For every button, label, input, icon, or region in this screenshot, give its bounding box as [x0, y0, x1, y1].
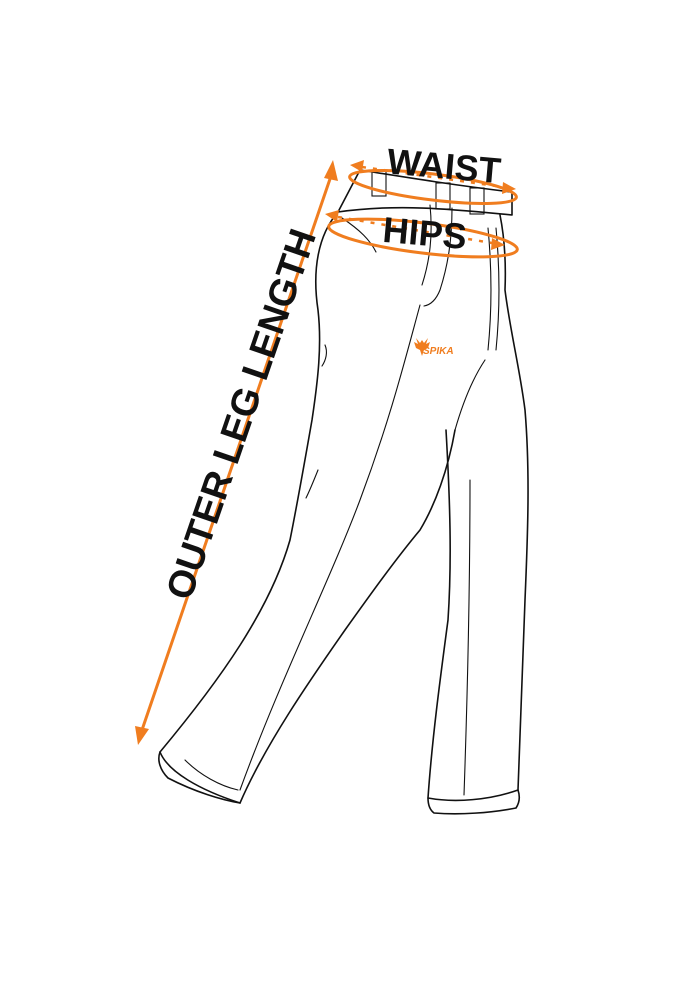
stag-head-icon [414, 338, 430, 356]
brand-logo: SPIKA [414, 338, 454, 357]
right-cuff [427, 789, 521, 815]
belt-loop [435, 182, 451, 210]
left-cuff [158, 751, 241, 804]
hips-label: HIPS [381, 209, 468, 257]
belt-loop [469, 187, 485, 215]
pants-illustration [158, 169, 529, 815]
hips-arrow-right [491, 238, 505, 250]
crease-line [239, 304, 421, 791]
waist-arrow-right [502, 182, 516, 194]
waist-label: WAIST [385, 140, 502, 191]
waist-arrow-left [350, 160, 364, 172]
brand-name: SPIKA [423, 346, 454, 357]
waistband [337, 169, 513, 216]
hips-measure-ring [327, 217, 519, 259]
fly-line [421, 204, 432, 286]
waist-dotted-line [361, 165, 504, 189]
outer-leg-arrow-bottom [135, 726, 149, 745]
right-leg-outline [427, 214, 529, 802]
hips-dotted-line [337, 215, 493, 245]
outer-leg-label: OUTER LEG LENGTH [159, 224, 325, 605]
hips-arrow-left [325, 210, 339, 222]
waist-measure-ring [348, 169, 518, 205]
outer-leg-arrow-top [324, 160, 338, 181]
outer-leg-measure-line [140, 175, 333, 731]
